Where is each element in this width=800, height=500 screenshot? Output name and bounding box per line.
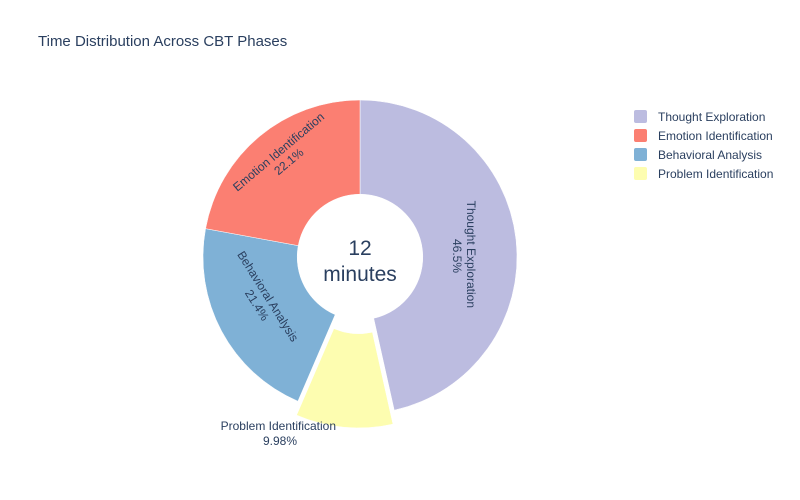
slice-label-percent: 46.5%: [450, 239, 464, 273]
legend-item-emotion-identification[interactable]: Emotion Identification: [634, 126, 794, 145]
center-annotation: 12 minutes: [323, 237, 397, 286]
slice-behavioral-analysis[interactable]: [202, 228, 336, 402]
legend-item-label: Thought Exploration: [658, 109, 766, 124]
center-value: 12: [348, 237, 371, 260]
slice-thought-exploration[interactable]: [359, 99, 518, 411]
svg-text:Thought Exploration 46: Thought Exploration 46.5%: [450, 201, 478, 312]
legend-item-thought-exploration[interactable]: Thought Exploration: [634, 107, 794, 126]
legend-item-behavioral-analysis[interactable]: Behavioral Analysis: [634, 145, 794, 164]
legend-item-label: Problem Identification: [658, 166, 774, 181]
slice-label-problem-identification: Problem Identification 9.98%: [221, 419, 340, 448]
legend-swatch-icon: [634, 129, 647, 142]
slice-emotion-identification[interactable]: [205, 99, 361, 246]
slice-problem-identification[interactable]: [296, 328, 394, 429]
slice-label-name: Thought Exploration: [464, 201, 478, 308]
legend-item-label: Emotion Identification: [658, 128, 773, 143]
legend: Thought Exploration Emotion Identificati…: [634, 107, 794, 183]
slice-label-name: Problem Identification: [221, 419, 336, 433]
center-unit: minutes: [323, 263, 397, 286]
legend-item-label: Behavioral Analysis: [658, 147, 763, 162]
slice-label-percent: 9.98%: [263, 434, 297, 448]
legend-swatch-icon: [634, 167, 647, 180]
legend-swatch-icon: [634, 148, 647, 161]
page-title: Time Distribution Across CBT Phases: [38, 33, 288, 50]
slice-label-thought-exploration: Thought Exploration 46.5%: [450, 201, 478, 312]
legend-item-problem-identification[interactable]: Problem Identification: [634, 164, 794, 183]
legend-swatch-icon: [634, 110, 647, 123]
svg-text:Problem Identification: Problem Identification 9.98%: [221, 419, 340, 448]
